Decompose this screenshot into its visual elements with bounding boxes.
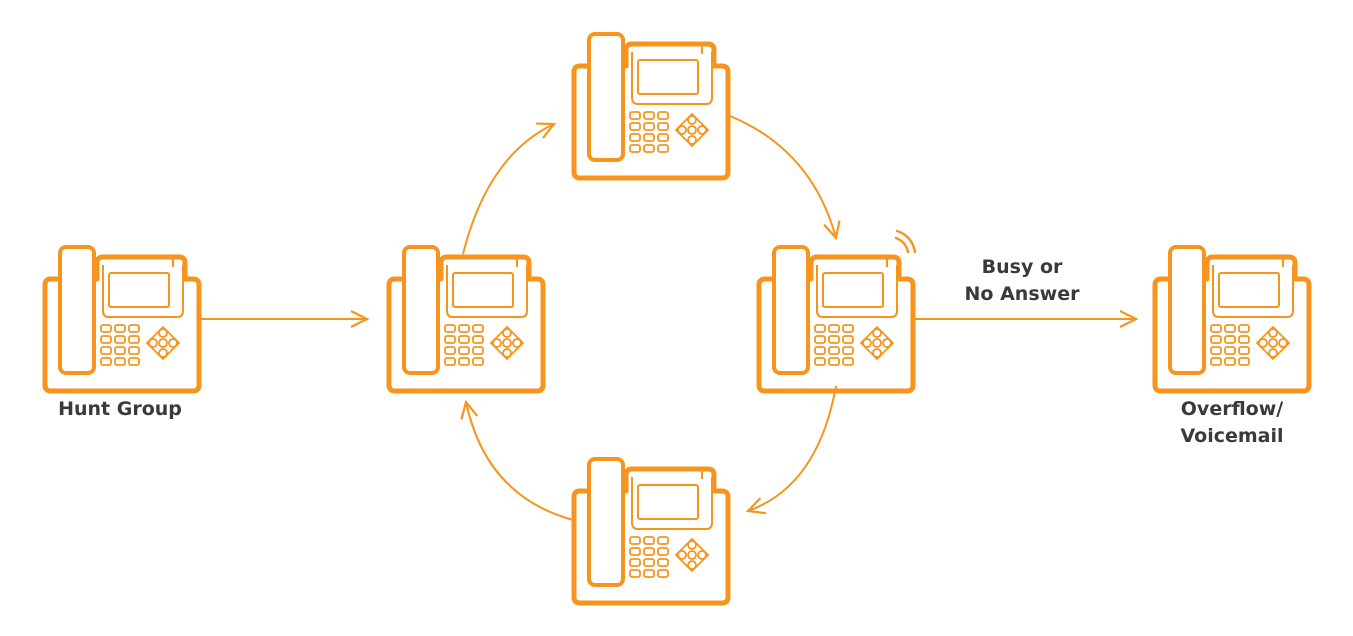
phone-member-bottom (574, 459, 728, 603)
phone-member-left (389, 247, 543, 391)
busy-line-2: No Answer (964, 283, 1080, 305)
busy-line-1: Busy or (981, 256, 1063, 278)
hunt-group-label: Hunt Group (20, 396, 220, 423)
phone-overflow-voicemail (1155, 247, 1309, 391)
ringing-waves-icon (894, 229, 917, 254)
phone-hunt-group (45, 247, 199, 391)
overflow-line-2: Voicemail (1180, 425, 1284, 447)
hunt-group-text: Hunt Group (58, 398, 182, 420)
busy-or-no-answer-label: Busy or No Answer (922, 254, 1122, 308)
phone-member-top (574, 34, 728, 178)
arrow-bottom-to-left (466, 402, 574, 521)
overflow-line-1: Overflow/ (1180, 398, 1284, 420)
arrow-left-to-top (462, 124, 554, 255)
arrow-top-to-right (729, 115, 836, 238)
phone-member-right (759, 247, 913, 391)
overflow-voicemail-label: Overflow/ Voicemail (1132, 396, 1332, 450)
arrow-right-to-bottom (748, 385, 837, 511)
